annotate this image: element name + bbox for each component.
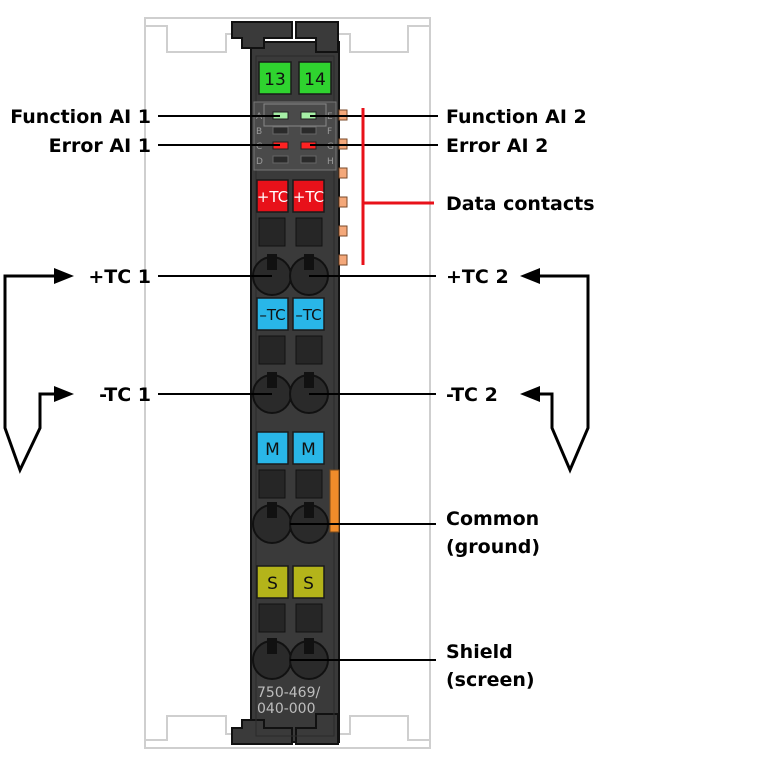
- tag-plus-tc-left: +TC: [257, 188, 288, 206]
- part-number-line1: 750-469/: [257, 685, 320, 701]
- tag-m-left: M: [265, 440, 280, 460]
- arrow-left-plus: [54, 268, 74, 402]
- label-common: Common: [446, 508, 539, 530]
- terminal-s: S S: [252, 565, 329, 680]
- label-error-ai1: Error AI 1: [49, 135, 151, 157]
- led-letter-g: G: [327, 142, 334, 152]
- channel-number-13: 13: [264, 70, 286, 90]
- label-ground: (ground): [446, 536, 540, 558]
- tag-plus-tc-right: +TC: [293, 188, 324, 206]
- arrow-right-plus: [520, 268, 540, 402]
- channel-number-14: 14: [304, 70, 326, 90]
- data-contacts: [338, 109, 348, 266]
- label-function-ai1: Function AI 1: [10, 106, 151, 128]
- leader-lines: [158, 115, 438, 661]
- label-minus-tc2: -TC 2: [446, 384, 498, 406]
- tag-m-right: M: [301, 440, 316, 460]
- tag-minus-tc-left: –TC: [259, 306, 285, 324]
- thermocouple-right: [538, 274, 590, 474]
- channel-tag-13: [258, 61, 292, 95]
- led-letter-f: F: [327, 127, 332, 137]
- led-block: A B C D E F G H: [253, 101, 337, 171]
- channel-tag-14: [298, 61, 332, 95]
- label-plus-tc2: +TC 2: [446, 266, 509, 288]
- data-contacts-bracket: [361, 108, 434, 265]
- part-number-line2: 040-000: [257, 701, 316, 717]
- label-shield: Shield: [446, 641, 513, 663]
- channel-tags: 13 14: [258, 61, 332, 95]
- thermocouple-left: [3, 274, 58, 474]
- label-minus-tc1: -TC 1: [99, 384, 151, 406]
- terminal-m: M M: [252, 431, 329, 544]
- label-screen: (screen): [446, 669, 535, 691]
- led-letter-h: H: [327, 157, 334, 167]
- led-letter-d: D: [256, 157, 263, 167]
- label-function-ai2: Function AI 2: [446, 106, 587, 128]
- tag-s-left: S: [267, 574, 278, 594]
- power-jumper-contact: [329, 469, 340, 533]
- tag-minus-tc-right: –TC: [295, 306, 321, 324]
- led-letter-b: B: [256, 127, 262, 137]
- label-plus-tc1: +TC 1: [88, 266, 151, 288]
- tag-s-right: S: [303, 574, 314, 594]
- label-data-contacts: Data contacts: [446, 193, 595, 215]
- led-letter-c: C: [256, 142, 262, 152]
- label-error-ai2: Error AI 2: [446, 135, 548, 157]
